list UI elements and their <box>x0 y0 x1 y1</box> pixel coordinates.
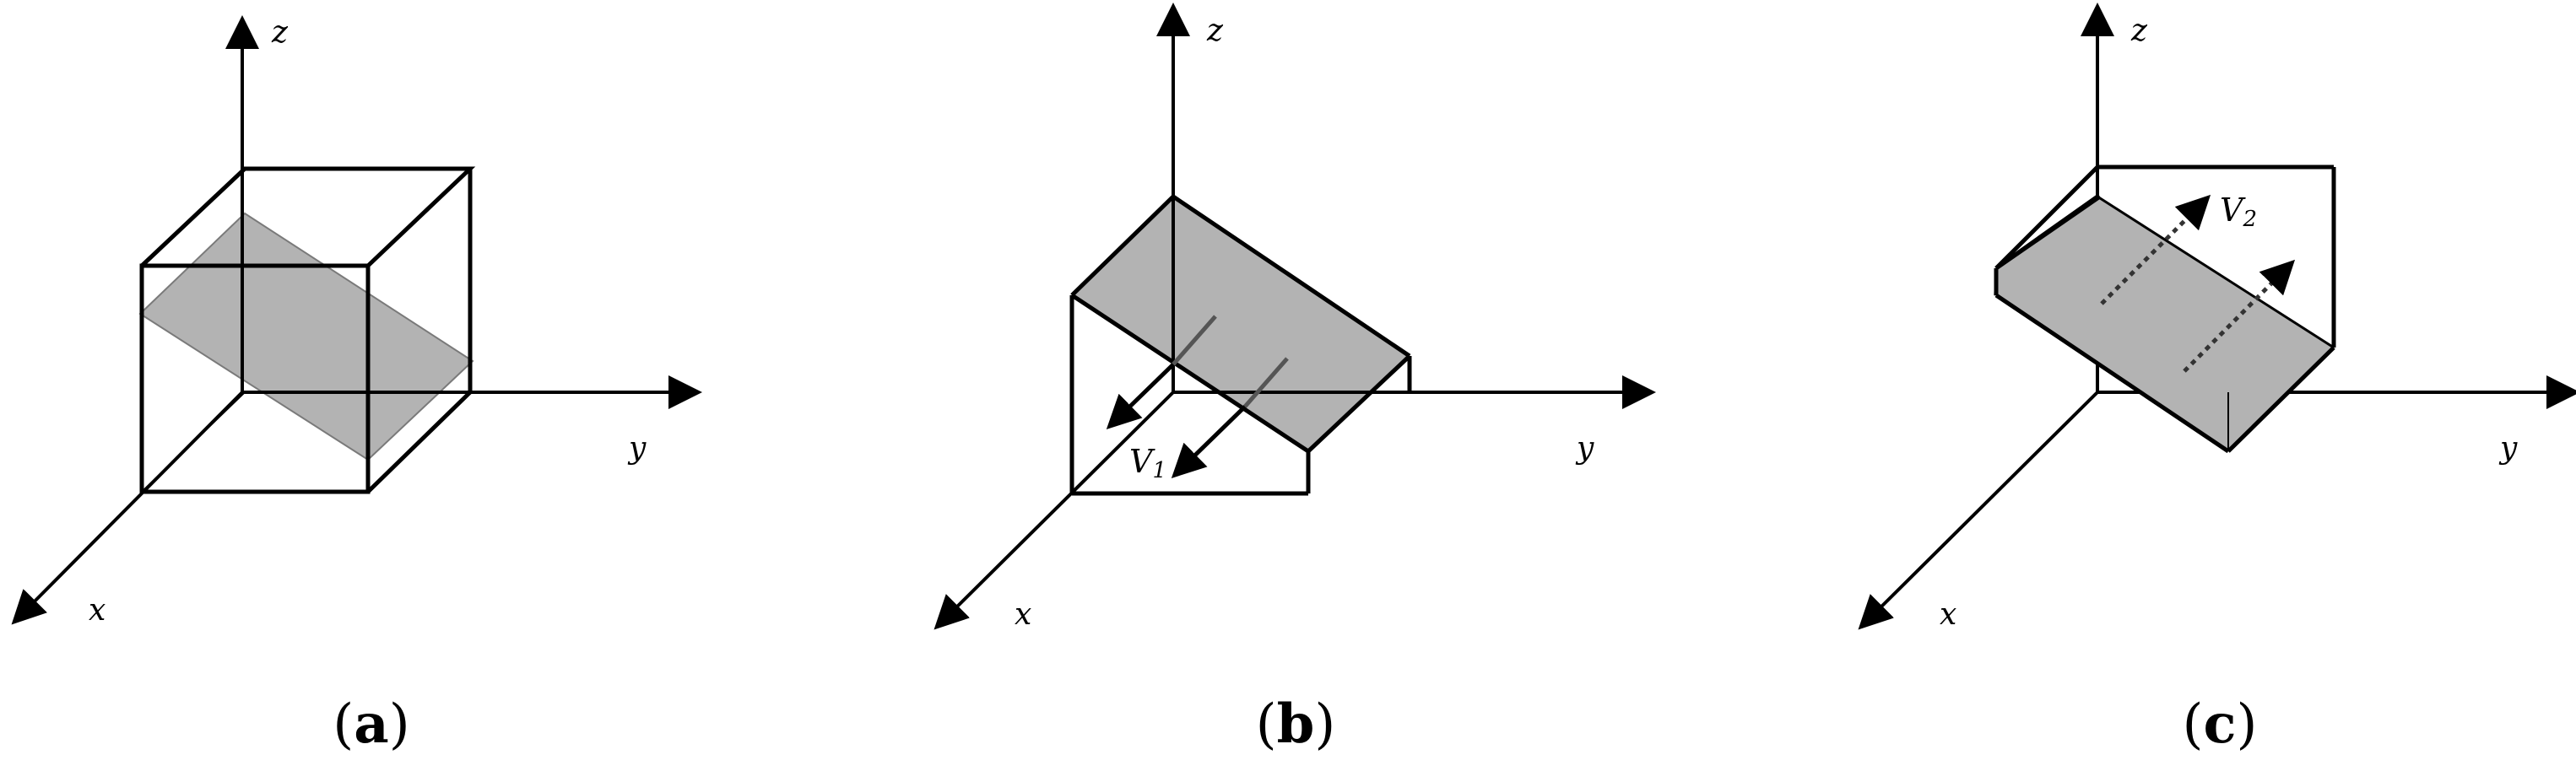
panel-c-cut-plane-main <box>1994 197 2334 451</box>
panel-c-y-label: y <box>2498 431 2518 466</box>
panel-c-x-label: x <box>1940 597 1956 632</box>
panel-c-flow-arrow-1 <box>2100 194 2211 305</box>
panel-a-y-label: y <box>627 431 647 466</box>
panel-b-wedge <box>1069 193 1412 496</box>
panel-c-x-axis <box>1858 391 2099 630</box>
panel-c-wedge <box>1994 164 2336 454</box>
panel-b-hidden-edge <box>1071 391 1174 494</box>
panel-b-y-label: y <box>1575 431 1594 466</box>
panel-b-velocity-label: V1 <box>1129 443 1166 483</box>
panel-a-x-label: x <box>89 593 106 628</box>
panel-c-velocity-arrows <box>2100 194 2296 373</box>
panel-b-velocity-arrows <box>1106 315 1289 478</box>
panel-b-caption: (b) <box>1256 693 1336 756</box>
panel-c: V2 z y x (c) <box>1858 3 2576 756</box>
panel-a-cube <box>139 166 476 494</box>
panel-c-z-label: z <box>2130 13 2148 48</box>
panel-b-flow-arrow-1 <box>1106 363 1175 429</box>
panel-b-flow-line-2 <box>1243 357 1289 408</box>
panel-b-z-label: z <box>1206 13 1224 48</box>
panel-b-flow-arrow-2 <box>1171 405 1247 478</box>
panel-a-z-label: z <box>271 15 289 50</box>
panel-c-edge-top-right <box>2097 195 2335 349</box>
panel-b-x-label: x <box>1015 597 1031 632</box>
panel-a-cut-plane <box>138 212 474 461</box>
panel-b: V1 z y x (b) <box>934 3 1656 756</box>
panel-c-caption: (c) <box>2183 693 2258 756</box>
panel-c-velocity-label: V2 <box>2220 191 2257 232</box>
panel-c-flow-arrow-2 <box>2183 259 2296 373</box>
panel-b-cut-plane <box>1072 197 1410 451</box>
panel-a: z y x (a) <box>11 15 702 756</box>
panel-b-flow-line-1 <box>1172 315 1217 366</box>
panel-a-caption: (a) <box>333 693 409 756</box>
panel-a-hidden-edge <box>141 391 246 493</box>
